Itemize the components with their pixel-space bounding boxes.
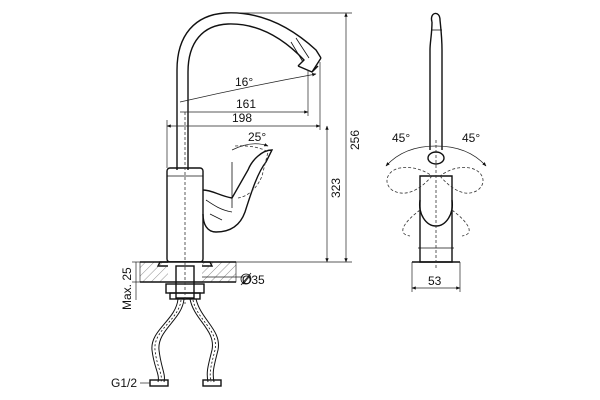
swivel-arc-left	[385, 145, 437, 167]
spout-inner	[187, 23, 305, 170]
hose-braid-left	[154, 299, 182, 383]
lever-handle	[202, 149, 274, 233]
hose-left-2	[158, 298, 185, 383]
dim-hole-diameter: Ø35	[242, 273, 265, 287]
swivel-right-outline	[439, 167, 484, 194]
spout-angle-arc	[179, 73, 317, 103]
hose-fitting-left	[149, 379, 169, 387]
front-view: 45° 45° 53	[385, 12, 487, 292]
swivel-arc-right	[435, 145, 487, 167]
dim-angle-lever: 25°	[248, 130, 266, 144]
spout-outer	[176, 12, 322, 170]
side-view: 16° 161 198 25° 323 256 Ø35 Max. 25	[111, 12, 362, 390]
hose-right-2	[195, 298, 219, 383]
diameter-symbol	[240, 273, 252, 285]
hose-left	[151, 298, 179, 383]
dim-swivel-right: 45°	[462, 131, 480, 145]
hose-braid-right	[192, 299, 216, 383]
dim-height-256: 256	[348, 130, 362, 150]
dim-base-width: 53	[428, 274, 442, 288]
swivel-left-lever	[402, 209, 421, 237]
lever-tilted-outline	[234, 145, 269, 199]
swivel-right-lever	[451, 209, 470, 237]
hose-right	[189, 298, 213, 383]
dim-max-25: Max. 25	[120, 267, 134, 310]
spout-nozzle	[297, 57, 322, 73]
dim-reach-198: 198	[232, 111, 252, 125]
hose-fitting-right	[202, 379, 222, 387]
dim-swivel-left: 45°	[392, 131, 410, 145]
lever-detail	[205, 199, 233, 221]
lever-angle-arc	[231, 143, 269, 151]
dim-angle-spout: 16°	[235, 75, 253, 89]
dim-height-323: 323	[329, 178, 343, 198]
swivel-left-outline	[386, 167, 433, 194]
front-spout	[429, 12, 443, 150]
dim-reach-161: 161	[236, 97, 256, 111]
dim-thread: G1/2	[111, 376, 137, 390]
diameter-slash	[240, 272, 252, 286]
spout-nozzle-band	[290, 37, 310, 63]
